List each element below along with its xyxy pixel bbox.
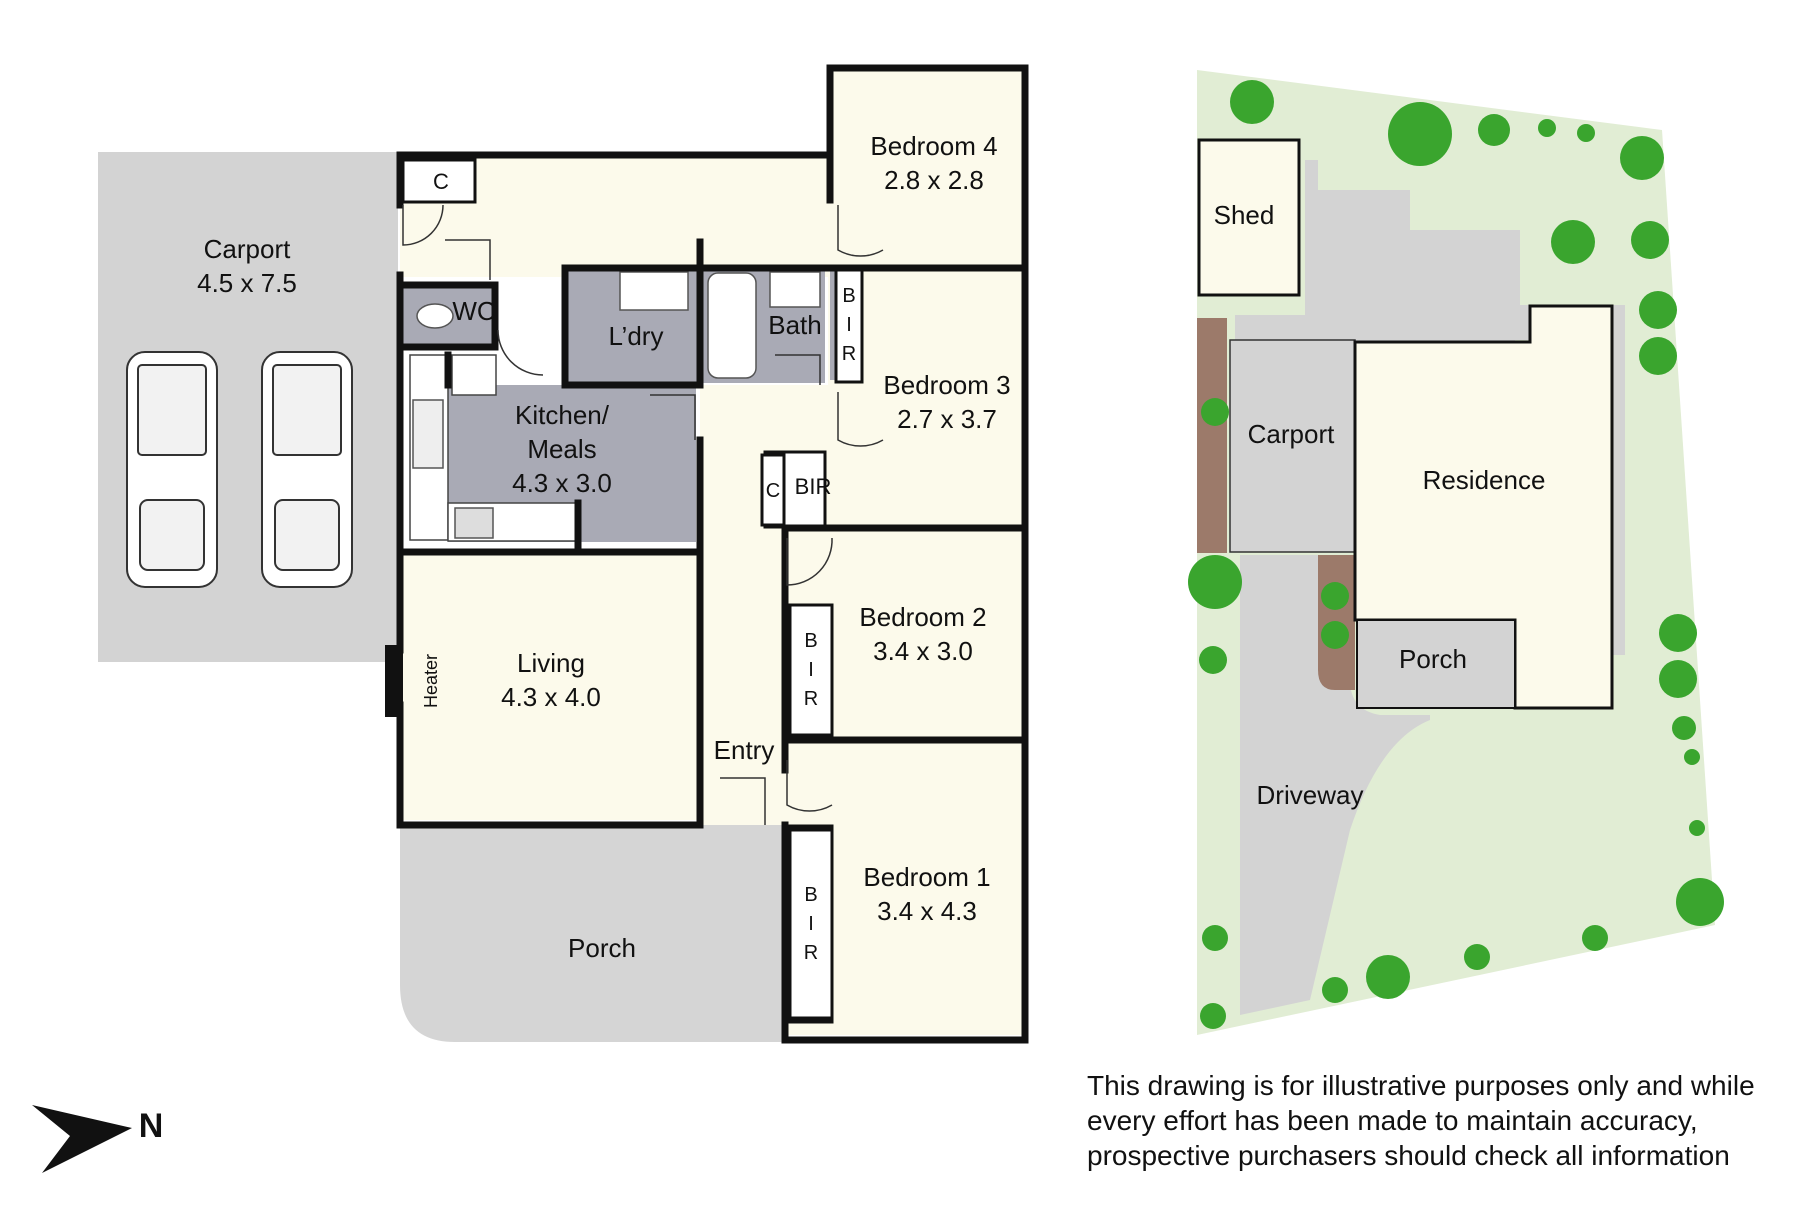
bedroom2-label: Bedroom 2 xyxy=(859,602,986,632)
garden-bed-left xyxy=(1197,318,1227,553)
hall-bir-label: BIR xyxy=(795,474,832,499)
bir1-b: B xyxy=(804,884,817,906)
north-label: N xyxy=(139,1107,164,1145)
wc-label: WC xyxy=(452,296,495,326)
bir1-i: I xyxy=(808,913,814,935)
shed xyxy=(1197,138,1301,297)
kitchen-size: 4.3 x 3.0 xyxy=(512,468,612,498)
site-porch-label: Porch xyxy=(1399,644,1467,674)
bedroom4-label: Bedroom 4 xyxy=(870,131,997,161)
bedroom4-size: 2.8 x 2.8 xyxy=(884,165,984,195)
bir2-b: B xyxy=(804,630,817,652)
bedroom3-size: 2.7 x 3.7 xyxy=(897,404,997,434)
site-carport xyxy=(1229,339,1356,553)
bedroom1-size: 3.4 x 4.3 xyxy=(877,896,977,926)
bir1-r: R xyxy=(804,942,818,964)
bath-label: Bath xyxy=(768,310,822,340)
shed-label: Shed xyxy=(1214,200,1275,230)
laundry-label: L’dry xyxy=(609,321,664,351)
sink xyxy=(412,399,444,469)
north-arrow-icon xyxy=(32,1105,132,1173)
bedroom2-size: 3.4 x 3.0 xyxy=(873,636,973,666)
site-carport-label: Carport xyxy=(1248,419,1335,449)
fridge-space xyxy=(451,354,497,396)
kitchen-label-2: Meals xyxy=(527,434,596,464)
trees xyxy=(1188,80,1724,1029)
floor-plan: Carport 4.5 x 7.5 Bedroom 4 2.8 x 2.8 Be… xyxy=(98,64,1029,1044)
carport-size: 4.5 x 7.5 xyxy=(197,268,297,298)
car-right xyxy=(261,351,353,588)
basin xyxy=(769,271,821,308)
bir3-b: B xyxy=(842,285,855,307)
disclaimer: This drawing is for illustrative purpose… xyxy=(1087,1068,1787,1173)
bir2-r: R xyxy=(804,688,818,710)
residence-label: Residence xyxy=(1423,465,1546,495)
heater-label: Heater xyxy=(421,654,441,708)
disclaimer-line-1: This drawing is for illustrative purpose… xyxy=(1087,1070,1755,1101)
toilet xyxy=(416,303,454,329)
living-size: 4.3 x 4.0 xyxy=(501,682,601,712)
bir2-i: I xyxy=(808,659,814,681)
entry-label: Entry xyxy=(714,735,775,765)
site-plan: Shed Carport Residence Porch Driveway xyxy=(1188,70,1724,1035)
hall-cupboard xyxy=(760,453,786,527)
living-label: Living xyxy=(517,648,585,678)
laundry-tubs xyxy=(619,271,689,311)
bir3-i: I xyxy=(846,314,852,336)
porch-area xyxy=(400,822,785,1042)
bedroom1-label: Bedroom 1 xyxy=(863,862,990,892)
driveway xyxy=(1240,555,1320,1015)
paved-area xyxy=(1235,160,1625,655)
site-porch xyxy=(1356,619,1516,709)
carport-label: Carport xyxy=(204,234,291,264)
compass: N xyxy=(32,1105,163,1173)
bedroom3-label: Bedroom 3 xyxy=(883,370,1010,400)
kitchen-label-1: Kitchen/ xyxy=(515,400,610,430)
stove xyxy=(454,507,494,539)
heater xyxy=(385,645,403,717)
walls xyxy=(396,64,1029,1044)
disclaimer-line-3: prospective purchasers should check all … xyxy=(1087,1140,1730,1171)
cupboard-label: C xyxy=(433,169,449,194)
door-swings xyxy=(402,204,884,825)
hall-cupboard-label: C xyxy=(766,480,780,502)
car-left xyxy=(126,351,218,588)
driveway-label: Driveway xyxy=(1257,780,1364,810)
bir3-r: R xyxy=(842,343,856,365)
disclaimer-line-2: every effort has been made to maintain a… xyxy=(1087,1105,1698,1136)
bathtub xyxy=(707,272,757,379)
porch-label: Porch xyxy=(568,933,636,963)
